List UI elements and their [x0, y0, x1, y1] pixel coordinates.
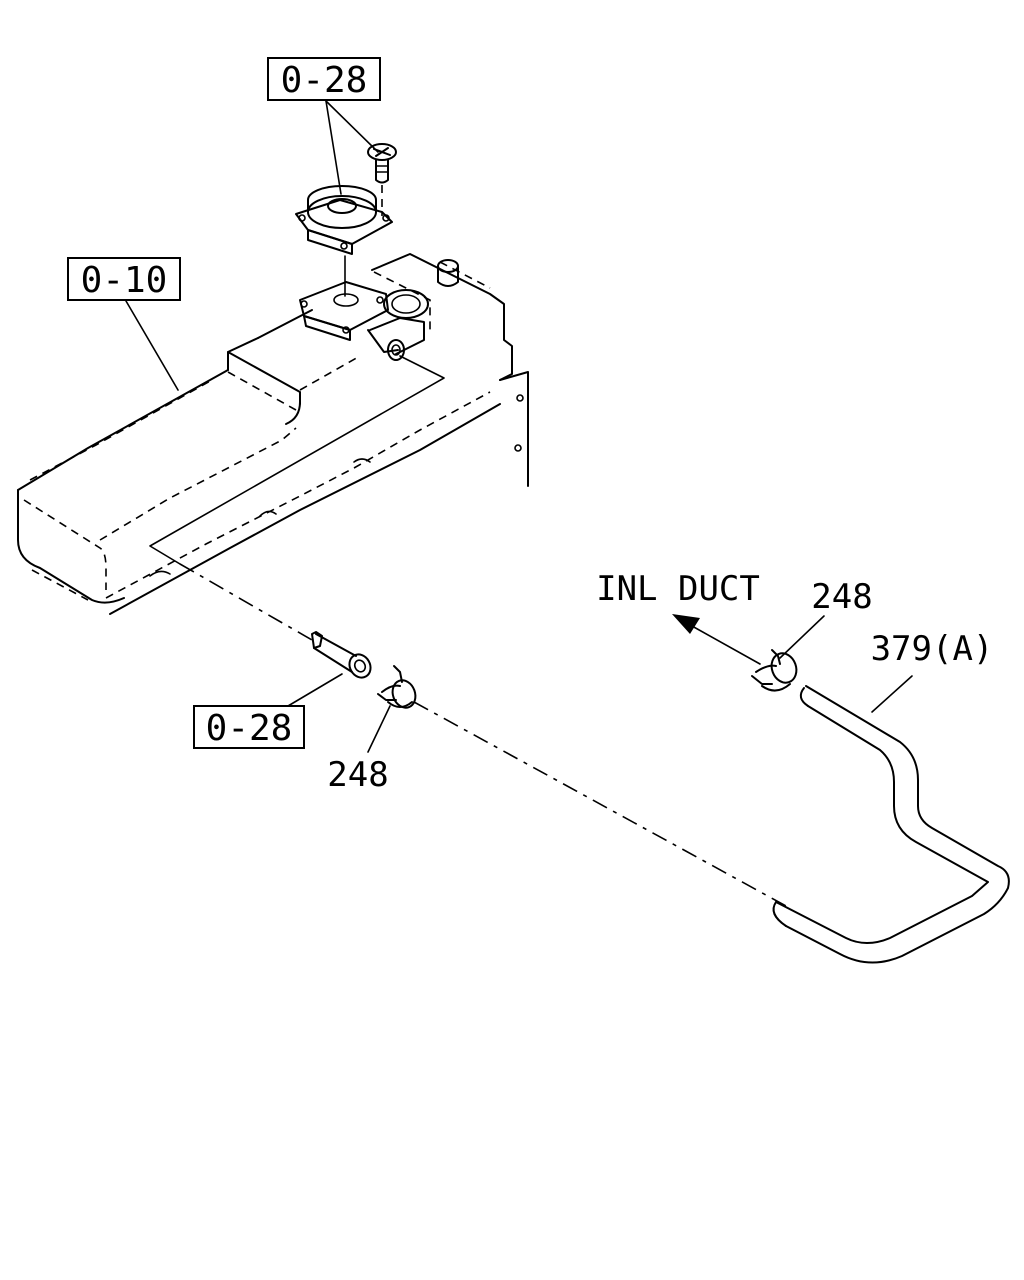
leader-cover: [125, 300, 179, 391]
ref-box-cover[interactable]: 0-10: [67, 257, 181, 301]
screw-part: [367, 143, 397, 184]
hose-part: [772, 685, 1010, 964]
clamp-right-part: [751, 649, 798, 692]
ref-cover-label: 0-10: [81, 260, 168, 301]
leader-top-a: [325, 100, 342, 195]
ref-box-top[interactable]: 0-28: [267, 57, 381, 101]
hose-label[interactable]: 379(A): [871, 629, 994, 669]
direction-arrowhead: [672, 614, 700, 634]
clamp-left-part: [377, 665, 417, 709]
direction-arrow-line: [691, 625, 761, 665]
ref-pipe-label: 0-28: [206, 708, 293, 749]
leader-hose: [871, 675, 913, 713]
rocker-cover-part: [17, 253, 529, 615]
ref-box-pipe[interactable]: 0-28: [193, 705, 305, 749]
valve-base-part: [299, 281, 429, 361]
hose-routing-line: [149, 355, 445, 565]
leader-pipe: [287, 673, 343, 707]
leader-clamp-left: [367, 705, 391, 753]
direction-label[interactable]: INL DUCT: [596, 569, 760, 609]
leader-top-b: [325, 100, 379, 153]
valve-cap-part: [295, 185, 393, 255]
leader-clamp-right: [779, 615, 825, 659]
pipe-part: [311, 631, 372, 679]
clamp-left-label[interactable]: 248: [327, 755, 388, 795]
ref-top-label: 0-28: [281, 60, 368, 101]
hose-axis: [413, 701, 787, 907]
clamp-right-label[interactable]: 248: [811, 577, 872, 617]
pipe-axis: [179, 563, 313, 641]
